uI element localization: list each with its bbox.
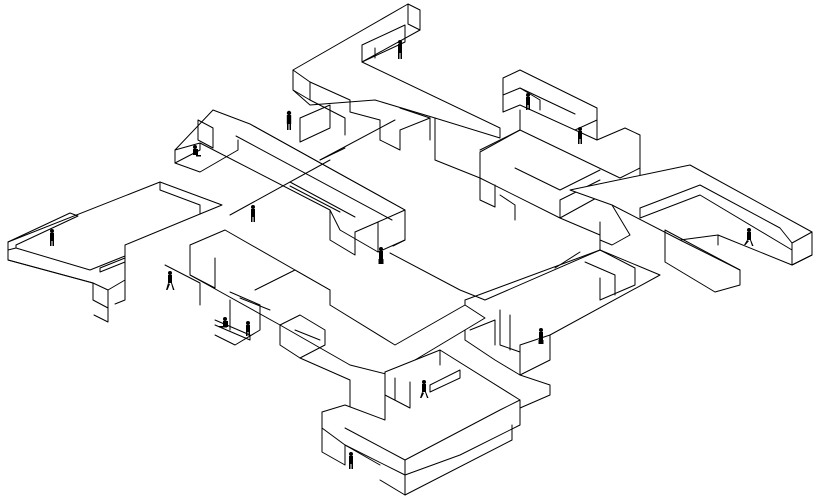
person-figure (744, 228, 754, 246)
person-figure (219, 317, 228, 328)
central-courtyard-outline (229, 119, 601, 301)
east-wing (569, 164, 813, 293)
person-figure (526, 93, 530, 110)
person-figure (286, 110, 292, 130)
person-figure (246, 321, 250, 336)
person-figure (50, 229, 54, 246)
person-figure (578, 127, 582, 144)
north-tower (292, 3, 501, 161)
southeast-corridor (464, 249, 661, 409)
person-figure (349, 452, 353, 469)
person-figure (193, 145, 201, 157)
person-figure (538, 328, 544, 344)
person-figure (251, 205, 255, 222)
person-figure (378, 247, 384, 264)
person-figure (420, 380, 429, 398)
south-tower (321, 349, 521, 496)
northwest-bar (174, 109, 406, 256)
person-figure (166, 271, 175, 290)
person-figure (398, 40, 402, 59)
west-wing (7, 181, 223, 323)
southwest-corridor (164, 229, 486, 411)
people (50, 40, 754, 469)
